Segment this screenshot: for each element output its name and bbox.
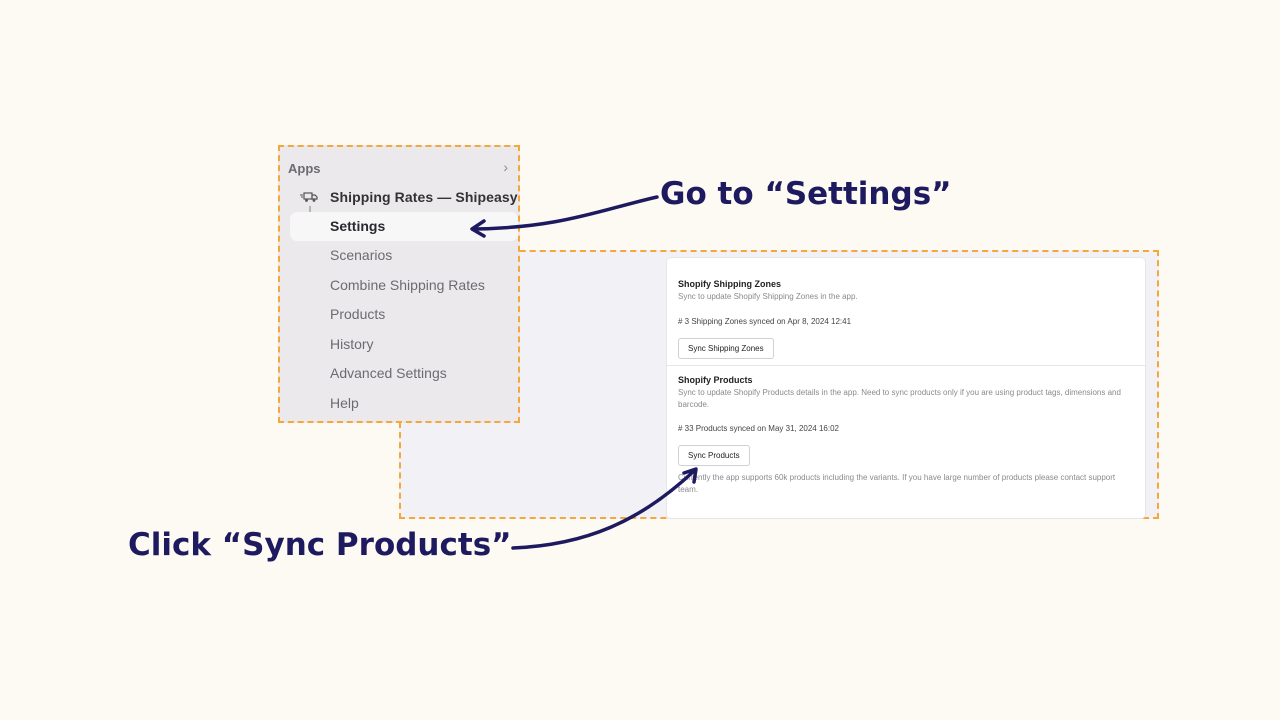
sync-settings-card: Shopify Shipping Zones Sync to update Sh… [667, 258, 1145, 518]
products-limit-note: Currently the app supports 60k products … [678, 473, 1116, 494]
apps-label: Apps [288, 161, 321, 176]
products-title: Shopify Products [678, 375, 753, 385]
sync-products-button[interactable]: Sync Products [678, 445, 750, 466]
sidebar-item-help[interactable]: Help [330, 395, 359, 411]
sidebar-item-settings[interactable]: Settings [330, 218, 386, 234]
sidebar-item-scenarios[interactable]: Scenarios [330, 247, 393, 263]
shipping-zones-section: Shopify Shipping Zones Sync to update Sh… [678, 278, 1134, 359]
products-section: Shopify Products Sync to update Shopify … [678, 374, 1134, 494]
apps-header[interactable]: Apps › [288, 159, 510, 176]
products-status: # 33 Products synced on May 31, 2024 16:… [678, 424, 839, 433]
apps-sidebar-highlight: Apps › Shipping Rates — Shipeasy Setting… [278, 145, 520, 423]
products-description: Sync to update Shopify Products details … [678, 388, 1121, 409]
shipping-zones-status: # 3 Shipping Zones synced on Apr 8, 2024… [678, 317, 852, 326]
sync-products-callout: Click “Sync Products” [128, 527, 512, 563]
settings-callout: Go to “Settings” [660, 176, 952, 212]
section-divider [667, 365, 1145, 366]
sidebar-item-advanced-settings[interactable]: Advanced Settings [330, 365, 447, 381]
shipping-zones-title: Shopify Shipping Zones [678, 279, 781, 289]
sidebar-app-shipeasy[interactable]: Shipping Rates — Shipeasy [300, 188, 518, 206]
active-item-highlight [290, 212, 518, 241]
shipping-zones-description: Sync to update Shopify Shipping Zones in… [678, 292, 858, 301]
sidebar-item-products[interactable]: Products [330, 306, 386, 322]
app-name: Shipping Rates — Shipeasy [330, 189, 518, 205]
sidebar-item-history[interactable]: History [330, 336, 374, 352]
truck-icon [300, 192, 318, 202]
chevron-right-icon[interactable]: › [503, 159, 508, 175]
sync-shipping-zones-button[interactable]: Sync Shipping Zones [678, 338, 774, 359]
sidebar-item-combine-shipping-rates[interactable]: Combine Shipping Rates [330, 277, 485, 293]
